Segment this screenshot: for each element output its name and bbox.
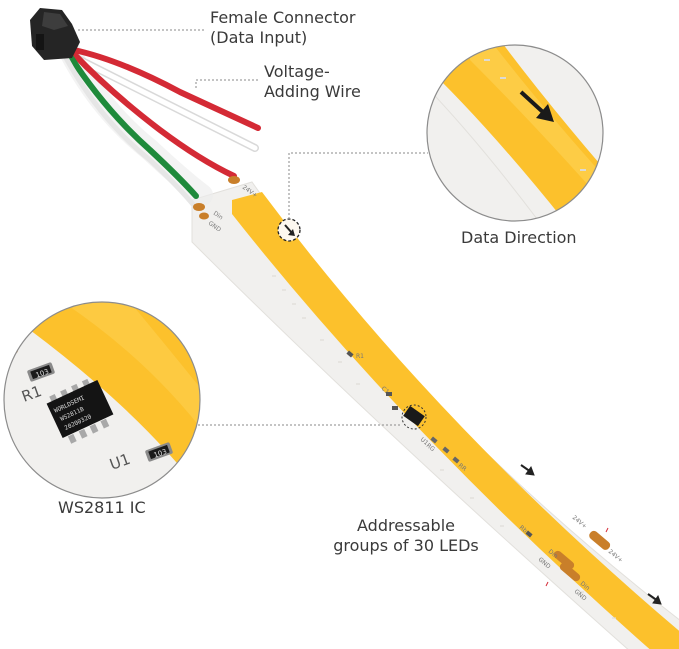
silk-u1: U1 [419,436,430,447]
silk-din-mid2: Din [579,580,591,592]
strip-components: R1 C1 U1 RG RR [346,350,468,473]
ic-highlight-ring [401,404,427,430]
silk-din-top: Din [212,210,224,222]
zoom-r1-label: R1 [19,382,44,406]
silk-24v-mid: 24V+ [571,514,588,530]
silk-24v-mid2: 24V+ [607,548,624,564]
zoom-ic: 103 103 WORLDSEMI WS2811B 20200320 R [3,301,201,499]
callout-data-direction: Data Direction [461,228,577,248]
silk-rb: Rb [518,524,529,535]
callout-female-connector-line-2: (Data Input) [210,28,308,47]
silk-c1: C1 [380,385,391,396]
strip-yellow-channel [232,192,679,649]
callout-ic: WS2811 IC [58,498,146,518]
callout-female-connector: Female Connector (Data Input) [210,8,355,48]
female-connector [30,8,80,60]
callout-led-groups: Addressable groups of 30 LEDs [322,516,490,556]
white-wire-to-strip [63,55,199,211]
data-direction-mini-arrow [284,224,295,236]
green-wire [67,53,199,199]
leader-lines [78,29,428,426]
strip-edge-texture [272,275,616,619]
silk-din-mid: Din [547,548,559,560]
ws2811-chip [403,405,425,427]
callout-voltage-wire-line-2: Adding Wire [264,82,361,101]
red-wire [71,47,261,131]
callout-led-groups-line-2: groups of 30 LEDs [333,536,479,555]
callout-female-connector-line-1: Female Connector [210,8,356,27]
ws2811-chip-zoom [46,379,114,439]
callout-ic-text: WS2811 IC [58,498,146,517]
callout-voltage-wire: Voltage- Adding Wire [264,62,361,102]
silk-r1: R1 [356,353,364,360]
led-strip [191,181,679,649]
zoom-data-direction [426,44,604,222]
strip-direction-arrows [520,464,662,605]
callout-led-groups-line-1: Addressable [357,516,455,535]
callout-data-direction-text: Data Direction [461,228,577,247]
red-wire-to-strip [71,51,237,179]
zoom-u1-label: U1 [107,450,132,474]
silk-rg: RG [425,442,437,453]
silk-rr: RR [457,462,468,473]
callout-voltage-wire-line-1: Voltage- [264,62,330,81]
leader-data-direction [288,152,428,219]
wires [59,41,261,211]
leader-voltage-wire [195,79,258,88]
